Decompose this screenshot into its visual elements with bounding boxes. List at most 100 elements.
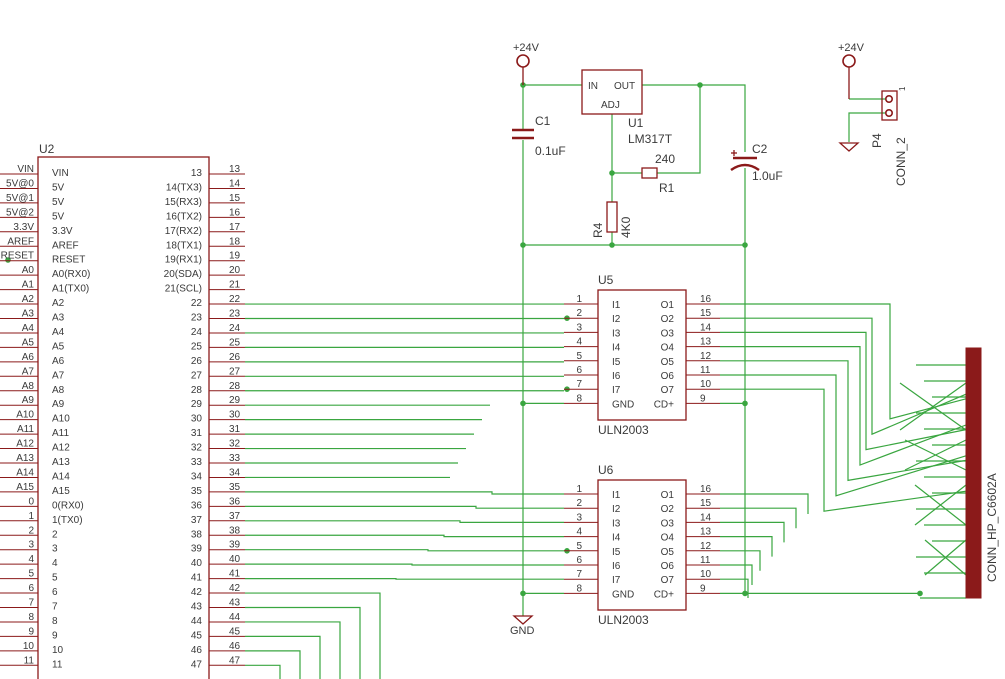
- u2-right-pin-name: 47: [191, 659, 203, 670]
- u6-right-pin-name: CD+: [654, 589, 674, 600]
- u2-left-pin-name: A13: [52, 457, 70, 468]
- u6-left-pin-name: GND: [612, 589, 634, 600]
- u2-right-net-label: 41: [229, 569, 241, 580]
- u2-right-net-label: 47: [229, 655, 241, 666]
- u2-left-pin-name: A9: [52, 399, 65, 410]
- wire-u6-output: [720, 507, 797, 529]
- u2-right-net-label: 44: [229, 612, 241, 623]
- r1-ref: R1: [659, 181, 675, 195]
- u2-left-net-label: A1: [22, 280, 35, 291]
- c2-ref: C2: [752, 142, 768, 156]
- u5-left-pin-number: 6: [576, 365, 582, 376]
- wire-u6-output: [720, 493, 809, 514]
- u1-pin-adj: ADJ: [601, 100, 620, 111]
- u2-left-pin-name: A15: [52, 486, 70, 497]
- junction-dot: [697, 82, 703, 88]
- u6-left-pin-name: I1: [612, 490, 621, 501]
- u2-right-pin-name: 43: [191, 602, 203, 613]
- u6-left-pin-number: 3: [576, 512, 582, 523]
- wire-u2-to-u6-input: [245, 549, 564, 552]
- u2-left-net-label: 3: [28, 540, 34, 551]
- u2-left-net-label: A0: [22, 265, 35, 276]
- junction-dot: [5, 257, 11, 263]
- junction-dot: [520, 242, 526, 248]
- u2-left-net-label: A4: [22, 323, 35, 334]
- u2-right-pin-name: 26: [191, 356, 203, 367]
- u2-left-pin-name: VIN: [52, 168, 69, 179]
- r4-ref: R4: [591, 222, 605, 238]
- u2-right-pin-name: 18(TX1): [166, 240, 202, 251]
- u2-right-net-label: 27: [229, 366, 241, 377]
- u2-left-net-label: 6: [28, 583, 34, 594]
- u2-left-net-label: A11: [17, 424, 34, 435]
- u2-left-pin-name: 11: [52, 659, 63, 670]
- u2-left-pin-name: 7: [52, 602, 58, 613]
- c2-plate-curved: [730, 163, 760, 172]
- u2-left-net-label: A12: [16, 439, 34, 450]
- u2-left-pin-name: A1(TX0): [52, 284, 89, 295]
- wire-u2-to-u6-input: [245, 520, 564, 524]
- wire-u5-output: [720, 360, 967, 482]
- u6-left-pin-name: I6: [612, 561, 621, 572]
- u2-right-pin-name: 45: [191, 630, 203, 641]
- u2-right-pin-name: 35: [191, 486, 203, 497]
- u5-left-pin-name: I2: [612, 314, 621, 325]
- u5-right-pin-number: 13: [700, 337, 712, 348]
- p4-ref: P4: [870, 133, 884, 148]
- u1-pin-in: IN: [588, 81, 598, 92]
- u5-left-pin-number: 7: [576, 379, 582, 390]
- u2-left-net-label: 5V@1: [6, 193, 34, 204]
- u2-left-net-label: 4: [28, 554, 34, 565]
- r4-body: [606, 201, 618, 233]
- u6-right-pin-number: 10: [700, 569, 712, 580]
- u5-body: [597, 289, 687, 421]
- wire-u5-output: [720, 388, 967, 512]
- wire-u2-fanout: [245, 635, 321, 679]
- wire-u5-output: [720, 346, 967, 466]
- u5-ref: U5: [598, 273, 614, 287]
- u2-right-pin-name: 24: [191, 327, 203, 338]
- u2-right-pin-name: 17(RX2): [165, 226, 202, 237]
- u2-right-net-label: 30: [229, 410, 241, 421]
- u5-value: ULN2003: [598, 423, 649, 437]
- u6-right-pin-number: 12: [700, 541, 712, 552]
- u6-left-pin-number: 8: [576, 583, 582, 594]
- u2-left-pin-name: A0(RX0): [52, 269, 90, 280]
- u2-right-net-label: 25: [229, 337, 241, 348]
- u2-left-pin-name: A12: [52, 443, 70, 454]
- wire-p4-pin2: [848, 112, 885, 142]
- u2-right-pin-name: 40: [191, 558, 203, 569]
- u2-left-net-label: A9: [22, 395, 35, 406]
- wire-u2-fanout: [245, 621, 341, 679]
- wire-r1-right: [657, 85, 701, 174]
- u2-left-net-label: 7: [28, 598, 34, 609]
- u6-right-pin-number: 11: [700, 555, 711, 566]
- u2-left-pin-name: RESET: [52, 255, 85, 266]
- u2-right-net-label: 38: [229, 525, 241, 536]
- wire-u2-to-u6-input: [245, 577, 564, 580]
- junction-dot: [520, 400, 526, 407]
- u6-body: [597, 479, 687, 611]
- u2-right-pin-name: 44: [191, 616, 203, 627]
- u2-left-net-label: VIN: [17, 164, 34, 175]
- u5-right-pin-number: 12: [700, 351, 712, 362]
- u2-right-pin-name: 20(SDA): [164, 269, 202, 280]
- u2-right-pin-name: 32: [191, 443, 203, 454]
- u6-left-pin-name: I2: [612, 504, 621, 515]
- u5-right-pin-name: O6: [661, 371, 675, 382]
- u2-right-pin-name: 39: [191, 544, 203, 555]
- u2-right-net-label: 14: [229, 178, 241, 189]
- u1-ref: U1: [628, 116, 644, 130]
- connector-body: [965, 347, 982, 599]
- p4-pin1-number: 1: [898, 86, 907, 91]
- u2-right-net-label: 29: [229, 395, 241, 406]
- u2-right-pin-name: 15(RX3): [165, 197, 202, 208]
- u2-right-net-label: 23: [229, 309, 241, 320]
- wire-u6-output: [720, 521, 785, 543]
- u5-left-pin-name: I1: [612, 300, 621, 311]
- u2-right-net-label: 39: [229, 540, 241, 551]
- u2-left-pin-name: A6: [52, 356, 65, 367]
- u2-left-pin-name: 1(TX0): [52, 515, 83, 526]
- u6-left-pin-number: 7: [576, 569, 582, 580]
- u6-right-pin-name: O1: [661, 490, 675, 501]
